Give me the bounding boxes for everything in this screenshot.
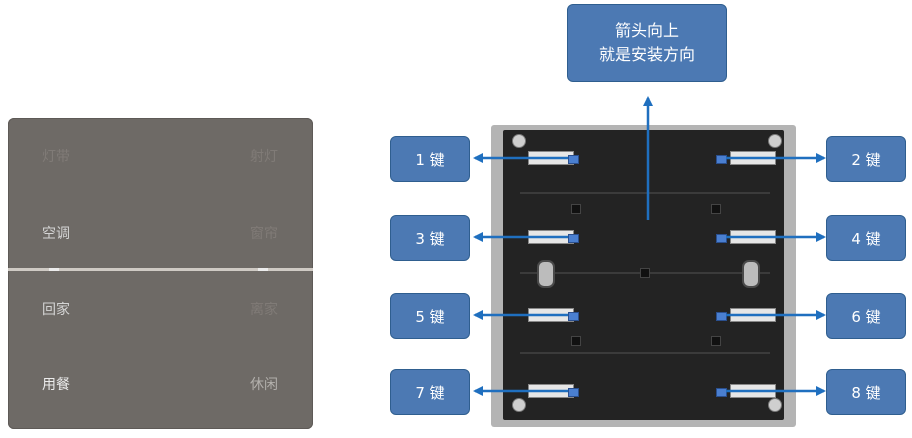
micro-switch: [716, 388, 727, 397]
mount-hole: [537, 260, 555, 288]
indicator-led-left: [49, 268, 59, 271]
callout-line-2: 就是安装方向: [598, 45, 695, 64]
panel-label: 休闲: [250, 377, 278, 393]
micro-switch: [568, 155, 579, 164]
panel-label: 空调: [42, 226, 70, 242]
key-3-label: 3 键: [390, 215, 470, 261]
micro-switch: [716, 234, 727, 243]
key-5-label: 5 键: [390, 293, 470, 339]
micro-switch: [568, 312, 579, 321]
component: [711, 336, 721, 346]
panel-label: 回家: [42, 302, 70, 318]
panel-label: 离家: [250, 302, 278, 318]
micro-switch: [568, 388, 579, 397]
groove: [520, 352, 770, 354]
callout-line-1: 箭头向上: [614, 21, 679, 40]
key-6-label: 6 键: [826, 293, 906, 339]
groove: [520, 192, 770, 194]
micro-switch: [716, 155, 727, 164]
key-8-label: 8 键: [826, 369, 906, 415]
indicator-led-right: [258, 268, 268, 271]
panel-label: 窗帘: [250, 226, 278, 242]
component: [571, 336, 581, 346]
screw: [512, 134, 526, 148]
micro-switch: [568, 234, 579, 243]
key-4-label: 4 键: [826, 215, 906, 261]
micro-switch: [716, 312, 727, 321]
panel-label: 射灯: [250, 149, 278, 165]
mount-hole: [742, 260, 760, 288]
key-2-label: 2 键: [826, 136, 906, 182]
panel-label: 灯带: [42, 149, 70, 165]
key-7-label: 7 键: [390, 369, 470, 415]
panel-label: 用餐: [42, 377, 70, 393]
screw: [768, 134, 782, 148]
component: [571, 204, 581, 214]
key-1-label: 1 键: [390, 136, 470, 182]
screw: [512, 398, 526, 412]
panel-divider: [8, 268, 313, 271]
screw: [768, 398, 782, 412]
component: [640, 268, 650, 278]
install-direction-callout: 箭头向上 就是安装方向: [567, 4, 727, 82]
component: [711, 204, 721, 214]
switch-front-panel: [8, 118, 313, 429]
